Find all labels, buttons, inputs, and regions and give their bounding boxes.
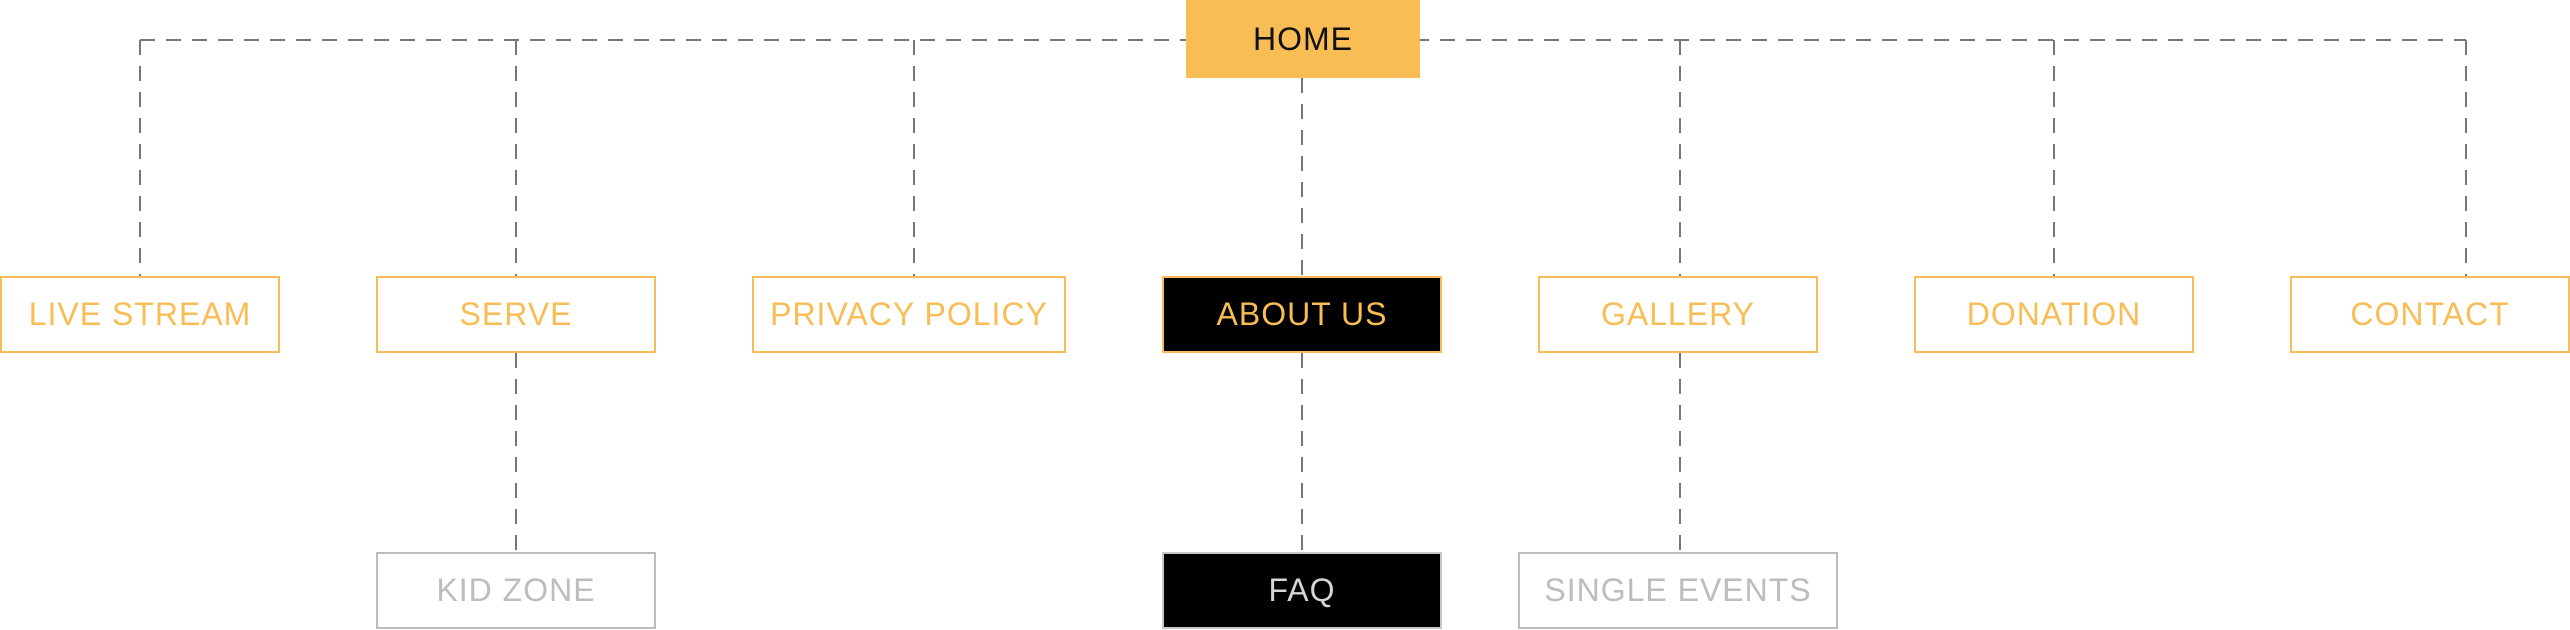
kid-zone-node-label: KID ZONE xyxy=(436,572,596,608)
faq-node-label: FAQ xyxy=(1268,572,1336,608)
donation-node[interactable]: DONATION xyxy=(1914,276,2194,353)
home-node[interactable]: HOME xyxy=(1186,0,1420,78)
about-us-node[interactable]: ABOUT US xyxy=(1162,276,1442,353)
live-stream-node-label: LIVE STREAM xyxy=(28,296,252,332)
kid-zone-node[interactable]: KID ZONE xyxy=(376,552,656,629)
privacy-policy-node-label: PRIVACY POLICY xyxy=(770,296,1048,332)
faq-node[interactable]: FAQ xyxy=(1162,552,1442,629)
serve-node-label: SERVE xyxy=(459,296,573,332)
single-events-node[interactable]: SINGLE EVENTS xyxy=(1518,552,1838,629)
about-us-node-label: ABOUT US xyxy=(1216,296,1388,332)
contact-node-label: CONTACT xyxy=(2350,296,2510,332)
gallery-node[interactable]: GALLERY xyxy=(1538,276,1818,353)
privacy-policy-node[interactable]: PRIVACY POLICY xyxy=(752,276,1066,353)
gallery-node-label: GALLERY xyxy=(1600,296,1756,332)
single-events-node-label: SINGLE EVENTS xyxy=(1544,572,1812,608)
serve-node[interactable]: SERVE xyxy=(376,276,656,353)
contact-node[interactable]: CONTACT xyxy=(2290,276,2570,353)
donation-node-label: DONATION xyxy=(1966,296,2142,332)
live-stream-node[interactable]: LIVE STREAM xyxy=(0,276,280,353)
home-node-label: HOME xyxy=(1253,20,1353,57)
